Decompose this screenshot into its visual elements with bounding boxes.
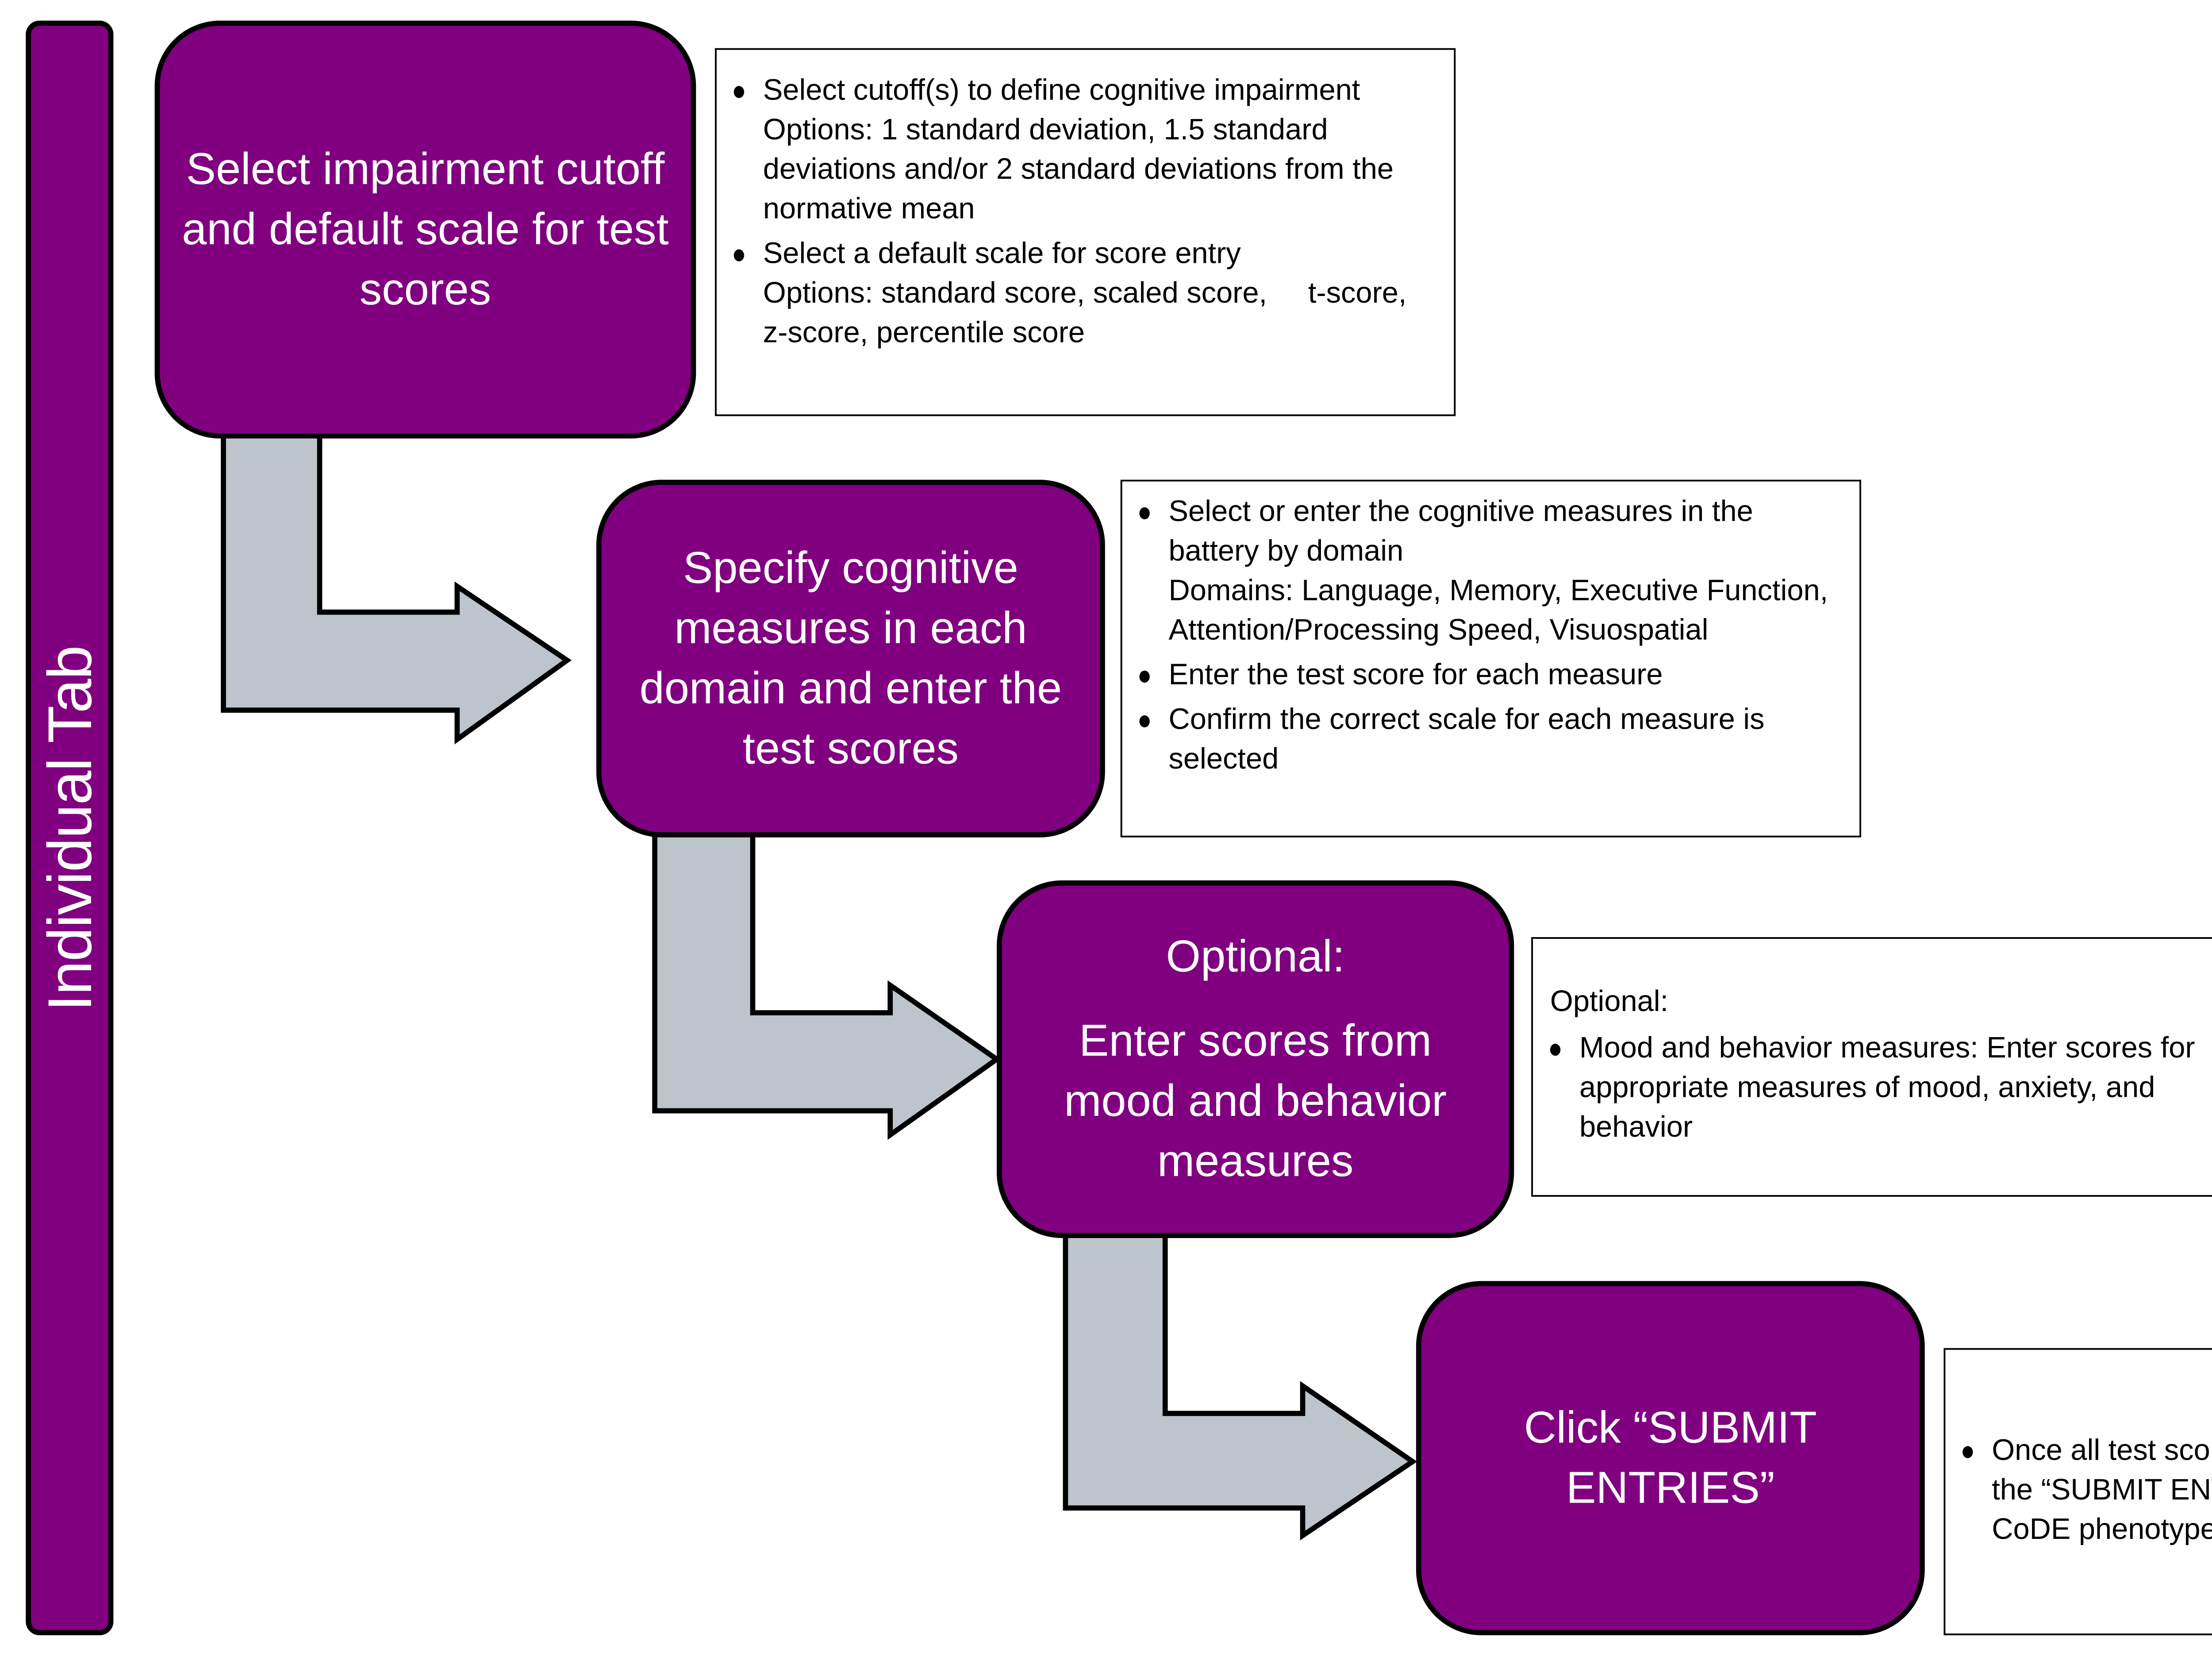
note-bullet: Enter the test score for each measure	[1139, 655, 1842, 695]
bent-arrow-3	[1063, 1227, 1417, 1541]
note-bullet: Select cutoff(s) to define cognitive imp…	[733, 70, 1437, 229]
step-1-box: Select impairment cutoff and default sca…	[154, 20, 696, 438]
step-2-note: Select or enter the cognitive measures i…	[1120, 480, 1862, 838]
bullet-text: Mood and behavior measures: Enter scores…	[1579, 1030, 2195, 1144]
step-4-note: Once all test scores have been entered, …	[1943, 1348, 2212, 1635]
step-1-title: Select impairment cutoff and default sca…	[182, 142, 669, 315]
step-4-box: Click “SUBMIT ENTRIES”	[1416, 1281, 1925, 1635]
note-bullet: Mood and behavior measures: Enter scores…	[1550, 1028, 2212, 1147]
step-3-box: Optional: Enter scores from mood and beh…	[997, 880, 1514, 1238]
bullet-text: Select a default scale for score entry	[763, 235, 1241, 270]
note-bullet: Select or enter the cognitive measures i…	[1139, 492, 1842, 650]
note-lead: Optional:	[1550, 983, 1669, 1018]
step-1-note: Select cutoff(s) to define cognitive imp…	[714, 48, 1456, 416]
note-bullet: Select a default scale for score entry O…	[733, 234, 1437, 353]
step-2-box: Specify cognitive measures in each domai…	[596, 480, 1105, 838]
bullet-text: Select cutoff(s) to define cognitive imp…	[763, 72, 1360, 107]
bullet-text: Select or enter the cognitive measures i…	[1168, 493, 1753, 568]
bent-arrow-1	[221, 427, 572, 745]
bullet-text: Once all test scores have been entered, …	[1992, 1431, 2212, 1545]
step-3-note: Optional: Mood and behavior measures: En…	[1531, 937, 2212, 1197]
bullet-text: Confirm the correct scale for each measu…	[1168, 701, 1765, 776]
individual-tab-label: Individual Tab	[33, 645, 104, 1011]
note-bullet: Once all test scores have been entered, …	[1962, 1430, 2212, 1548]
step-3-prefix: Optional:	[1166, 930, 1345, 982]
bullet-text: Enter the test score for each measure	[1168, 657, 1663, 692]
note-bullet: Confirm the correct scale for each measu…	[1139, 700, 1842, 779]
bullet-detail: Options: 1 standard deviation, 1.5 stand…	[763, 112, 1394, 226]
individual-tab-bar: Individual Tab	[26, 20, 114, 1635]
bullet-detail: Domains: Language, Memory, Executive Fun…	[1168, 573, 1828, 647]
step-3-title: Enter scores from mood and behavior meas…	[1064, 1014, 1447, 1187]
bent-arrow-2	[652, 826, 1002, 1140]
bullet-detail: Options: standard score, scaled score, t…	[763, 275, 1415, 349]
step-4-title: Click “SUBMIT ENTRIES”	[1524, 1401, 1817, 1513]
step-2-title: Specify cognitive measures in each domai…	[639, 542, 1062, 774]
